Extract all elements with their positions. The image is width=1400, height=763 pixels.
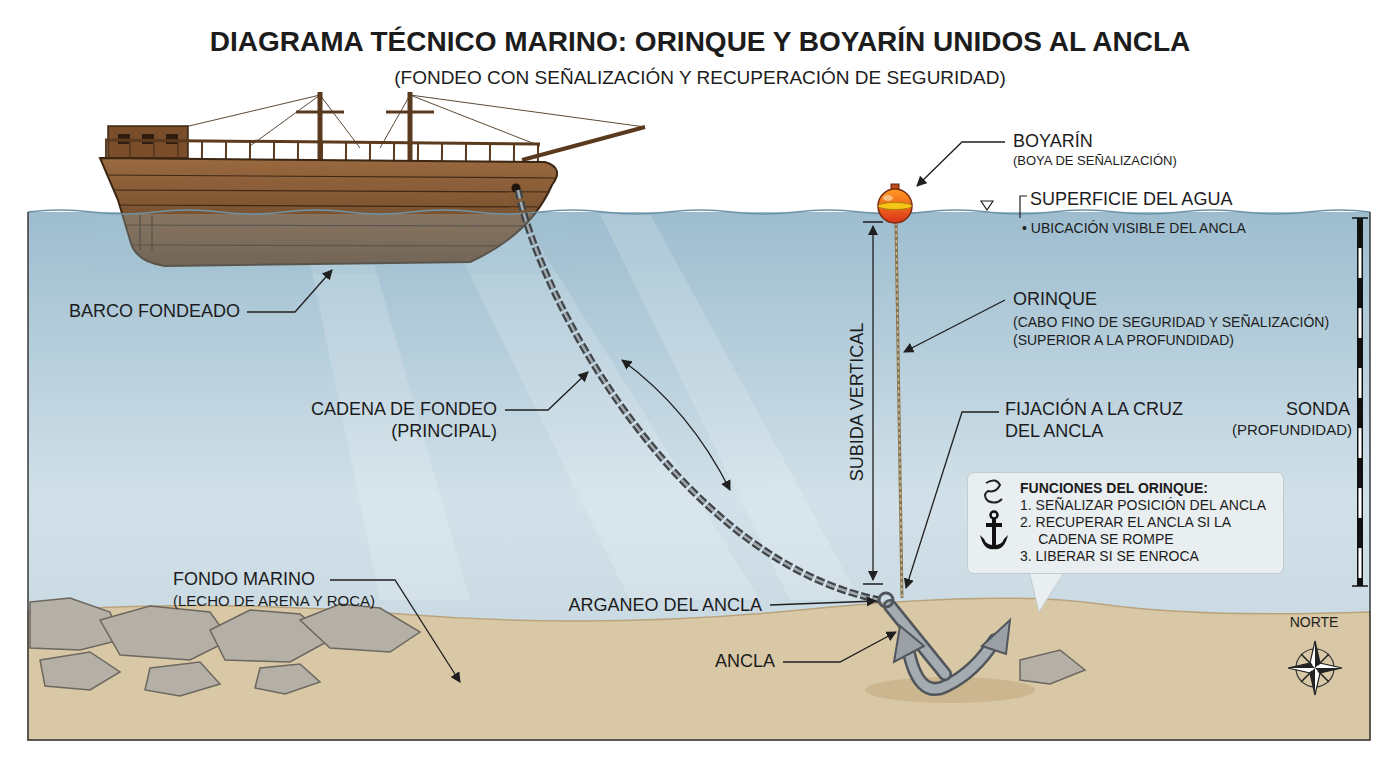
surface-marker <box>981 201 993 210</box>
part-note: (SUPERIOR A LA PROFUNDIDAD) <box>1013 332 1234 349</box>
dimension-label: SONDA <box>1286 399 1350 421</box>
anchor-chain-part <box>518 190 880 600</box>
part-name: FIJACIÓN A LA CRUZ DEL ANCLA <box>1005 399 1210 442</box>
anchor-part <box>890 606 945 674</box>
anchored-ship-part-part <box>100 205 560 207</box>
leader-lines-part <box>783 632 896 662</box>
dimension-label: SUBIDA VERTICAL <box>847 323 869 482</box>
anchored-ship-part-part <box>100 175 560 178</box>
part-name: SUPERFICIE DEL AGUA <box>1030 189 1232 211</box>
rocks <box>30 598 1085 696</box>
compass-rose-part <box>1288 641 1342 695</box>
trip-line-rope-part <box>896 222 902 598</box>
buoy-part <box>883 195 893 201</box>
anchor-icon-ring <box>991 512 998 519</box>
part-name: FONDO MARINO <box>173 569 315 591</box>
anchor-icon-arms <box>980 535 1008 549</box>
anchored-ship-part-part <box>100 190 560 192</box>
trip-line-rope <box>896 222 902 598</box>
frame <box>28 212 1370 740</box>
compass-rose <box>1288 641 1342 695</box>
leader-lines-part <box>247 270 332 312</box>
part-name: ANCLA <box>715 651 775 673</box>
anchored-ship-part-part <box>380 95 410 148</box>
box-item: 2. RECUPERAR EL ANCLA SI LA CADENA SE RO… <box>1020 514 1271 548</box>
rocks-part <box>100 606 230 660</box>
anchored-ship-part-part <box>410 95 645 127</box>
diagram-title: DIAGRAMA TÉCNICO MARINO: ORINQUE Y BOYAR… <box>210 25 1191 59</box>
surface-bracket <box>1020 196 1027 218</box>
chain-length-arrow <box>622 360 730 490</box>
box-item: 1. SEÑALIZAR POSICIÓN DEL ANCLA <box>1020 497 1266 514</box>
callout-box: FUNCIONES DEL ORINQUE:1. SEÑALIZAR POSIC… <box>967 472 1284 574</box>
depth-ruler <box>1352 218 1368 586</box>
leader-lines-part <box>505 372 588 410</box>
anchor-icon-shank <box>986 519 1002 547</box>
light-rays-part <box>600 214 860 600</box>
underwater-tint <box>95 214 570 274</box>
part-name: BARCO FONDEADO <box>69 301 240 323</box>
depth-ruler-part <box>1357 218 1363 586</box>
anchor-part <box>879 593 893 607</box>
anchor-chain <box>518 190 880 600</box>
vertical-rise-dimension-part <box>872 226 873 580</box>
anchored-ship-part-part <box>410 95 540 146</box>
part-note: (CABO FINO DE SEGURIDAD Y SEÑALIZACIÓN) <box>1013 314 1329 331</box>
anchored-ship-part <box>105 140 540 144</box>
rocks-part <box>40 652 120 690</box>
anchor-part <box>894 626 924 662</box>
compass-rose-part <box>1288 641 1342 695</box>
buoy <box>878 184 912 223</box>
rocks-part <box>1020 650 1085 684</box>
subtitle: (FONDEO CON SEÑALIZACIÓN Y RECUPERACIÓN … <box>394 67 1006 90</box>
leader-lines-part <box>770 601 876 605</box>
part-note: • UBICACIÓN VISIBLE DEL ANCLA <box>1022 220 1246 237</box>
part-name: ORINQUE <box>1013 289 1097 311</box>
box-heading: FUNCIONES DEL ORINQUE: <box>1020 480 1208 497</box>
box-item: 3. LIBERAR SI SE ENROCA <box>1020 548 1199 565</box>
anchored-ship-part <box>296 111 344 114</box>
rocks-part <box>255 664 320 694</box>
callout-tail <box>1029 571 1065 612</box>
compass-label: NORTE <box>1290 614 1339 631</box>
depth-ruler-part <box>1352 218 1368 586</box>
part-name: ARGANEO DEL ANCLA <box>569 595 762 617</box>
rocks-part <box>300 604 420 652</box>
leader-lines-part <box>904 300 1005 352</box>
part-note: (BOYA DE SEÑALIZACIÓN) <box>1013 153 1177 169</box>
function-icons <box>976 477 1012 557</box>
buoy-part <box>878 189 912 223</box>
anchor-chain-part <box>518 190 880 600</box>
rocks-part <box>145 662 220 696</box>
water-surface <box>28 210 1370 214</box>
trip-line-rope-part <box>896 222 902 598</box>
anchored-ship-part-part <box>250 95 320 146</box>
leader-lines-part <box>917 142 1005 186</box>
anchored-ship-part <box>522 127 645 160</box>
sandy-seabed <box>28 598 1370 740</box>
compass-rose-part <box>1301 654 1329 682</box>
anchor-part <box>982 620 1010 654</box>
anchored-ship-part-part <box>320 95 360 148</box>
part-name: CADENA DE FONDEO <box>311 399 497 421</box>
anchor <box>879 593 1010 689</box>
part-note: (PRINCIPAL) <box>391 421 497 443</box>
depth-ruler-part <box>1359 248 1362 586</box>
buoy-part <box>878 203 912 210</box>
part-note: (PROFUNDIDAD) <box>1232 421 1352 439</box>
anchor-part <box>890 606 945 674</box>
part-name: BOYARÍN <box>1013 131 1093 153</box>
anchored-ship-part <box>166 134 178 144</box>
rope-icon <box>985 480 1002 502</box>
anchored-ship-part <box>408 92 413 162</box>
anchored-ship-part <box>386 111 434 114</box>
anchored-ship-part <box>105 149 540 153</box>
water <box>28 212 1370 740</box>
part-note: (LECHO DE ARENA Y ROCA) <box>173 592 375 610</box>
anchor-icon <box>980 512 1008 550</box>
